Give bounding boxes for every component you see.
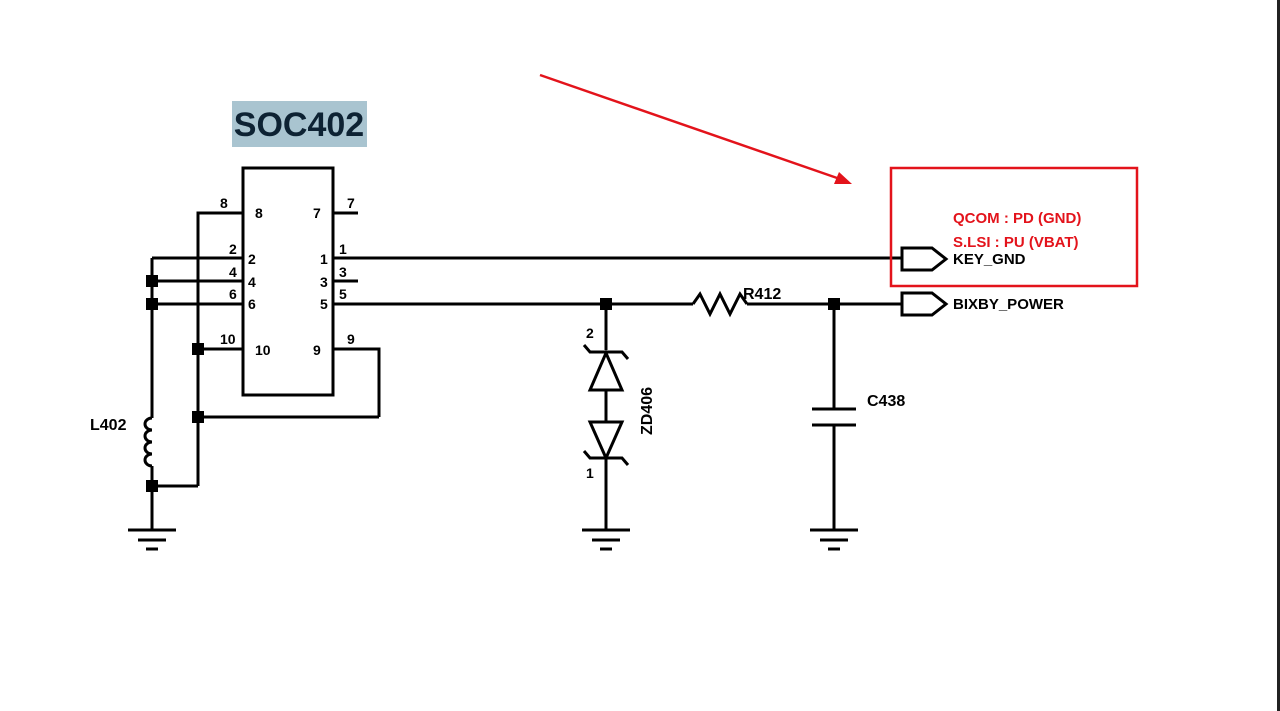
ic-body	[241, 166, 335, 397]
ic-pin-outer-1: 1	[339, 241, 347, 257]
zener-diode-symbol	[582, 304, 630, 530]
resistor-symbol	[691, 290, 749, 318]
annotation-arrowhead	[834, 172, 852, 184]
key-gnd-connector	[900, 246, 949, 272]
inductor-symbol	[143, 416, 153, 468]
bixby-power-net-label: BIXBY_POWER	[953, 296, 1064, 313]
ic-pin-outer-6: 6	[229, 286, 237, 302]
junction-dot	[600, 298, 612, 310]
title-highlight	[232, 101, 367, 147]
ic-pin-outer-8: 8	[220, 195, 228, 211]
key-gnd-net-label: KEY_GND	[953, 251, 1026, 268]
ic-pin-inner-7: 7	[313, 205, 321, 221]
zener-pin-1: 1	[586, 465, 594, 481]
inductor-label: L402	[90, 417, 127, 434]
ic-pin-inner-9: 9	[313, 342, 321, 358]
right-pin-wiring	[333, 211, 902, 417]
window-edge	[1277, 0, 1280, 711]
zener-pin-2: 2	[586, 325, 594, 341]
capacitor-symbol	[812, 304, 856, 530]
junction-dot	[146, 275, 158, 287]
annotation-arrow	[539, 73, 841, 181]
junction-dot	[828, 298, 840, 310]
junction-dot	[192, 343, 204, 355]
ic-pin-outer-9: 9	[347, 331, 355, 347]
junction-dot	[146, 480, 158, 492]
capacitor-label: C438	[867, 393, 905, 410]
ic-pin-inner-4: 4	[248, 274, 256, 290]
ic-pin-inner-3: 3	[320, 274, 328, 290]
ic-pin-outer-7: 7	[347, 195, 355, 211]
annotation-line-slsi: S.LSI : PU (VBAT)	[953, 234, 1079, 251]
ic-pin-inner-1: 1	[320, 251, 328, 267]
resistor-label: R412	[743, 286, 781, 303]
ic-pin-outer-4: 4	[229, 264, 237, 280]
ground-symbol	[582, 528, 630, 551]
junction-dot	[146, 298, 158, 310]
zener-label: ZD406	[639, 387, 656, 435]
junction-dot	[192, 411, 204, 423]
ground-symbol	[128, 528, 176, 551]
ic-pin-inner-5: 5	[320, 296, 328, 312]
annotation-box	[889, 166, 1139, 288]
bixby-power-connector	[900, 291, 949, 317]
annotation-line-qcom: QCOM : PD (GND)	[953, 210, 1081, 227]
component-title: SOC402	[234, 106, 364, 144]
ic-pin-outer-2: 2	[229, 241, 237, 257]
ic-pin-outer-3: 3	[339, 264, 347, 280]
ic-pin-inner-2: 2	[248, 251, 256, 267]
ic-pin-inner-8: 8	[255, 205, 263, 221]
ic-pin-inner-10: 10	[255, 342, 271, 358]
ground-symbol	[810, 528, 858, 551]
ic-pin-outer-10: 10	[220, 331, 236, 347]
ic-pin-inner-6: 6	[248, 296, 256, 312]
ic-pin-outer-5: 5	[339, 286, 347, 302]
